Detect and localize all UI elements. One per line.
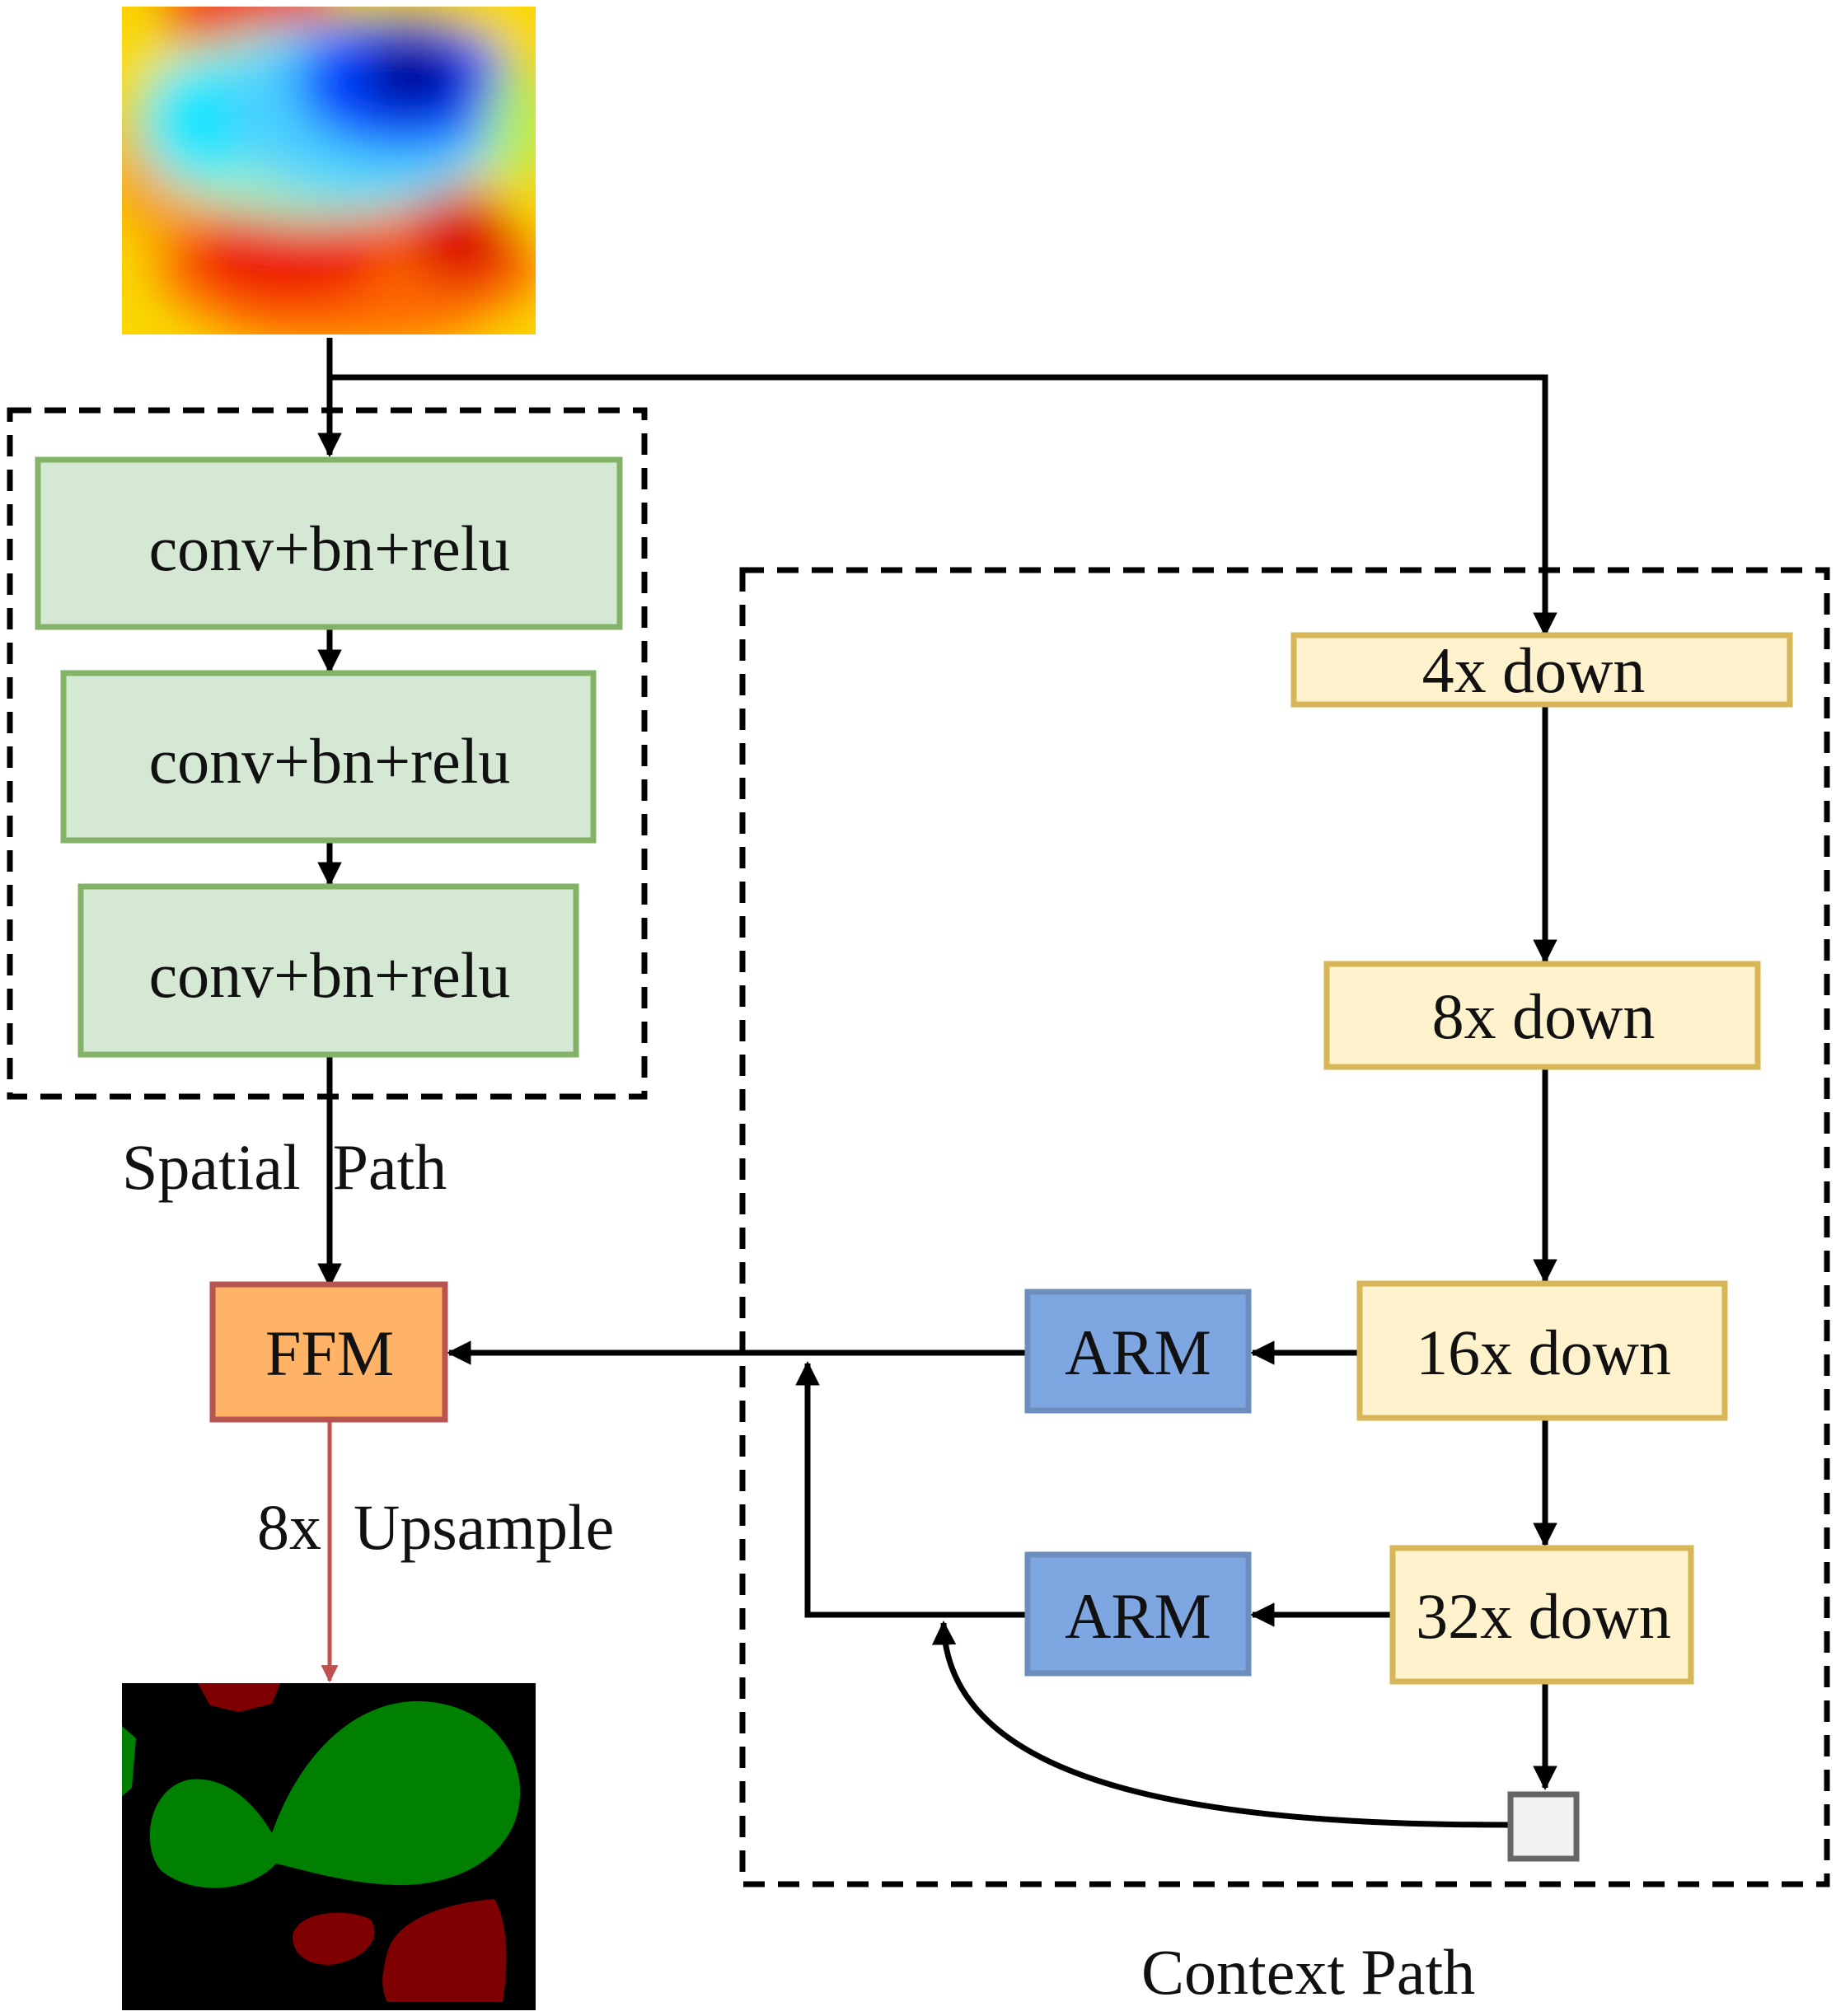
down-block-4x-label: 4x down [1422,634,1646,706]
connectors [317,338,1557,1828]
input-heatmap-image [122,7,536,334]
down-block-32x-label: 32x down [1416,1580,1671,1652]
arm-block-2-label: ARM [1065,1580,1211,1652]
conv-block-1 [35,456,623,630]
context-path-group [739,567,1830,1887]
conv-block-2-label: conv+bn+relu [149,725,511,797]
down-block-8x-label: 8x down [1432,980,1656,1052]
arrow-pool-to-arm2-output [931,1621,1509,1828]
ffm-label: FFM [265,1317,394,1389]
ffm-block [209,1281,448,1423]
down-block-16x [1356,1280,1728,1421]
down-block-16x-label: 16x down [1416,1317,1671,1388]
down-block-4x [1290,632,1793,708]
arm-block-1 [1024,1289,1252,1414]
conv-block-1-label: conv+bn+relu [149,512,511,584]
conv-block-3-label: conv+bn+relu [149,939,511,1011]
arm-block-2 [1024,1551,1252,1677]
arrow-input-to-4x-down [330,374,1557,637]
upsample-label: 8x Upsample [257,1491,614,1563]
conv-block-3 [77,883,579,1058]
arm-block-1-label: ARM [1065,1317,1211,1388]
global-pool-node [1507,1791,1580,1862]
arrow-arm2-to-junction [795,1361,1026,1618]
spatial-path-caption: Spatial Path [122,1131,447,1203]
context-path-caption: Context Path [1141,1936,1475,2008]
output-segmentation-image [122,1683,536,2010]
down-block-8x [1323,961,1761,1070]
conv-block-2 [60,670,597,844]
down-block-32x [1389,1545,1694,1685]
